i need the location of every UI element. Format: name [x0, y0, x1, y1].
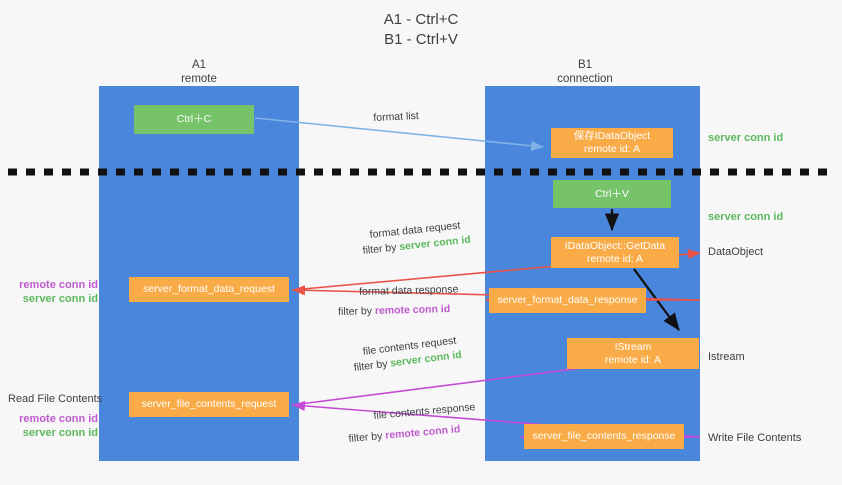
filter-key-remote-conn-id: remote conn id: [374, 303, 451, 318]
label-conn-ids-lower: remote conn id server conn id: [8, 412, 98, 440]
node-save-dataobject[interactable]: 保存IDataObject remote id: A: [551, 128, 673, 158]
label-istream: Istream: [708, 351, 745, 363]
label-server-conn-id-lower: server conn id: [22, 427, 98, 439]
filter-prefix: filter by: [362, 241, 400, 257]
column-header-a1-name: A1: [191, 59, 207, 71]
node-istream-label: IStream: [614, 340, 652, 353]
node-idataobject-getdata[interactable]: IDataObject::GetData remote id: A: [551, 237, 679, 268]
edge-label-format-list: format list: [373, 109, 420, 124]
column-header-b1: B1 connection: [485, 58, 685, 86]
node-ctrl-v-label: Ctrl＋V: [595, 187, 629, 200]
edge-label-format-data-response-filter: filter by remote conn id: [338, 302, 450, 319]
node-server-file-contents-request-label: server_file_contents_request: [141, 398, 277, 410]
column-header-a1-role: remote: [181, 73, 217, 85]
node-server-file-contents-request[interactable]: server_file_contents_request: [129, 392, 289, 417]
node-server-file-contents-response-label: server_file_contents_response: [532, 430, 676, 442]
label-server-conn-id-top: server conn id: [708, 132, 784, 144]
column-header-b1-name: B1: [577, 59, 593, 71]
label-server-conn-id-upper: server conn id: [22, 293, 98, 305]
filter-prefix: filter by: [348, 429, 386, 445]
node-save-dataobject-sub: remote id: A: [583, 143, 641, 155]
filter-prefix: filter by: [338, 305, 376, 318]
node-save-dataobject-label: 保存IDataObject: [573, 130, 651, 142]
title-line-1: A1 - Ctrl+C: [383, 11, 459, 28]
edge-label-file-contents-response-filter: filter by remote conn id: [348, 422, 461, 446]
label-remote-conn-id-lower: remote conn id: [19, 413, 98, 425]
edge-label-format-data-response: format data response: [359, 283, 459, 298]
node-idataobject-getdata-sub: remote id: A: [586, 252, 644, 265]
page-title: A1 - Ctrl+C B1 - Ctrl+V: [0, 10, 842, 50]
node-server-format-data-response-label: server_format_data_response: [497, 294, 638, 306]
node-server-format-data-request[interactable]: server_format_data_request: [129, 277, 289, 302]
label-server-conn-id-mid: server conn id: [708, 211, 784, 223]
filter-prefix: filter by: [353, 357, 392, 374]
label-read-file-contents: Read File Contents: [8, 393, 103, 405]
column-header-b1-role: connection: [557, 73, 613, 85]
node-server-file-contents-response[interactable]: server_file_contents_response: [524, 424, 684, 449]
node-idataobject-getdata-label: IDataObject::GetData: [564, 239, 666, 252]
label-dataobject: DataObject: [708, 246, 764, 258]
node-istream-sub: remote id: A: [604, 353, 662, 366]
node-server-format-data-request-label: server_format_data_request: [143, 283, 275, 295]
node-ctrl-c[interactable]: Ctrl＋C: [134, 105, 254, 134]
edge-label-file-contents-response: file contents response: [373, 401, 476, 422]
label-remote-conn-id-upper: remote conn id: [19, 279, 98, 291]
node-ctrl-c-label: Ctrl＋C: [176, 113, 212, 125]
filter-key-remote-conn-id: remote conn id: [384, 423, 461, 442]
node-ctrl-v[interactable]: Ctrl＋V: [553, 180, 671, 208]
title-line-2: B1 - Ctrl+V: [384, 31, 458, 48]
node-server-format-data-response[interactable]: server_format_data_response: [489, 288, 646, 313]
label-write-file-contents: Write File Contents: [708, 432, 802, 444]
column-header-a1: A1 remote: [99, 58, 299, 86]
label-conn-ids-upper: remote conn id server conn id: [8, 278, 98, 306]
node-istream[interactable]: IStream remote id: A: [567, 338, 699, 369]
